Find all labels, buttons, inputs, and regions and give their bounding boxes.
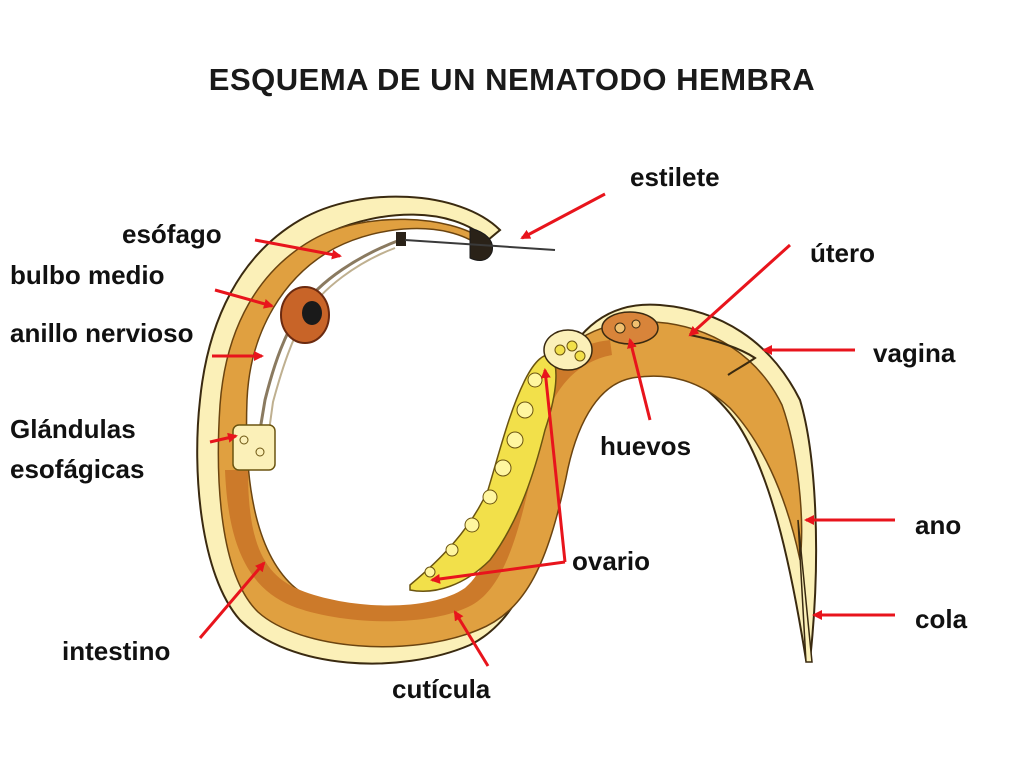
ovary (409, 354, 557, 592)
label-cuticula: cutícula (392, 674, 491, 704)
label-vagina: vagina (873, 338, 956, 368)
arrow-bulbo-medio (214, 288, 274, 309)
label-cola: cola (915, 604, 968, 634)
arrow-esofago (254, 238, 342, 260)
arrow-ovario-b (540, 368, 567, 563)
label-esofago: esófago (122, 219, 222, 249)
arrow-estilete (520, 192, 606, 240)
stylet (404, 239, 556, 251)
arrow-huevos (627, 338, 652, 421)
arrow-cuticula (453, 610, 490, 667)
pointer-arrows (198, 192, 895, 667)
uterus-duct (689, 334, 757, 376)
label-estilete: estilete (630, 162, 720, 192)
head (396, 227, 556, 261)
arrow-glandulas (209, 432, 238, 444)
eggs (543, 311, 659, 371)
arrow-ovario-a (430, 560, 566, 584)
label-glandulas-line2: esofágicas (10, 454, 145, 484)
diagram-title: ESQUEMA DE UN NEMATODO HEMBRA (208, 62, 816, 97)
label-anillo-nervioso: anillo nervioso (10, 318, 194, 348)
label-bulbo-medio: bulbo medio (10, 260, 165, 290)
label-ovario: ovario (572, 546, 651, 576)
tail-tip (797, 519, 813, 663)
median-bulb (280, 286, 330, 344)
label-intestino: intestino (62, 636, 171, 666)
arrow-utero (688, 243, 792, 337)
arrow-intestino (198, 561, 266, 639)
label-utero: útero (810, 238, 875, 268)
esophageal-glands (232, 424, 276, 471)
label-ano: ano (915, 510, 962, 540)
worm-body (196, 195, 818, 665)
label-glandulas-line1: Glándulas (10, 414, 136, 444)
label-huevos: huevos (600, 431, 692, 461)
